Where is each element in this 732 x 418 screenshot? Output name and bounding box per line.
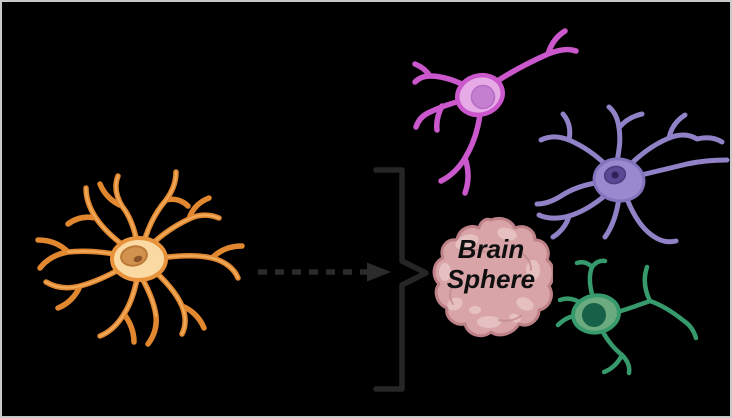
pink-neuron-icon bbox=[412, 28, 579, 196]
pink-neuron-branches bbox=[412, 28, 579, 196]
astrocyte-nucleolus bbox=[133, 255, 143, 263]
pink-neuron-nucleus bbox=[470, 84, 496, 110]
grouping-bracket-icon bbox=[373, 167, 429, 392]
dashed-arrow-icon bbox=[258, 262, 391, 282]
purple-neuron-icon bbox=[534, 104, 730, 245]
astrocyte-cell-icon bbox=[35, 169, 245, 347]
dashed-arrow-head bbox=[367, 262, 391, 282]
green-cell-icon bbox=[555, 258, 699, 376]
brain-sphere-patches bbox=[439, 227, 540, 328]
brain-sphere-folds bbox=[449, 248, 532, 322]
purple-neuron-nucleolus bbox=[611, 171, 619, 179]
green-cell-nucleus bbox=[582, 303, 606, 327]
grouping-bracket-path bbox=[373, 167, 429, 392]
brain-sphere-icon bbox=[432, 216, 553, 338]
